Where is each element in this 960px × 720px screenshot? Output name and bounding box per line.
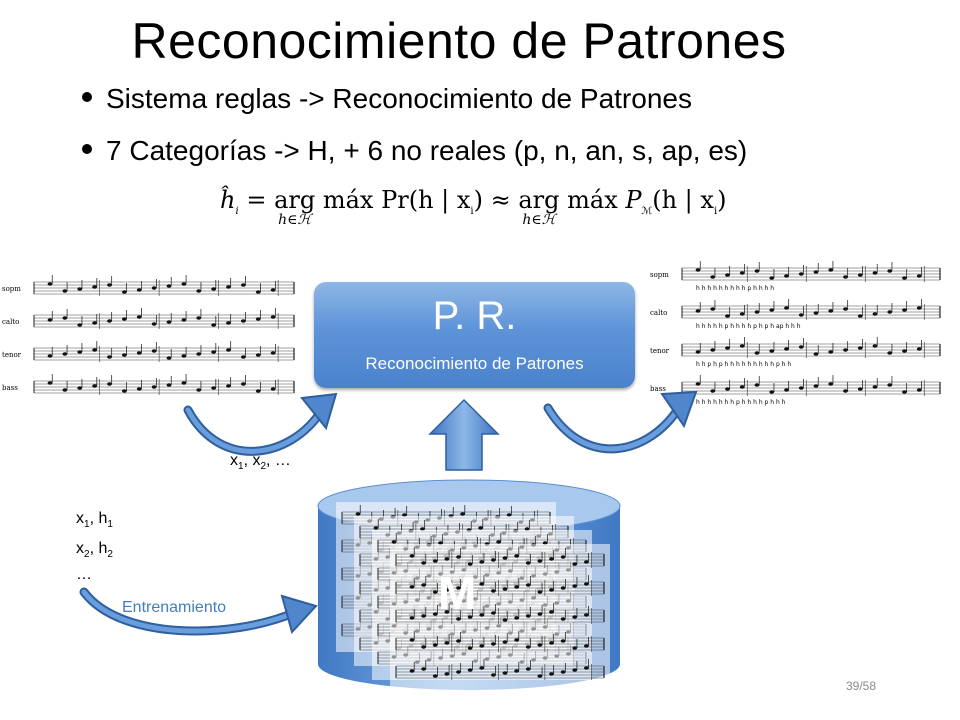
staff-row: bass h h h h h h h p h h h h p h h h bbox=[650, 375, 941, 406]
pair-h-sub: 1 bbox=[107, 519, 113, 531]
bullet-text: Sistema reglas -> Reconocimiento de Patr… bbox=[106, 83, 692, 114]
training-pair: x1, h1 bbox=[76, 510, 113, 530]
pr-box-subtitle: Reconocimiento de Patrones bbox=[365, 354, 584, 373]
staff-part-name: tenor bbox=[2, 351, 22, 359]
harmonic-annotation: h h h h h h h p h h h h p h h h bbox=[696, 399, 786, 406]
label-sub: 2 bbox=[260, 461, 267, 473]
formula-argmax-text: arg máx bbox=[274, 186, 374, 214]
staff-part-name: sopm bbox=[650, 271, 669, 279]
formula-lhs-sub: i bbox=[235, 205, 239, 217]
staff-part-name: tenor bbox=[650, 347, 670, 355]
formula-term-1: Pr(h | x bbox=[381, 186, 471, 214]
staff-row: calto h h h h h p h h h h p h p h ap h h … bbox=[650, 299, 941, 330]
staff-part-name: bass bbox=[2, 384, 18, 392]
formula-term-1-sub: i bbox=[470, 205, 474, 217]
formula-term-2-sub2: i bbox=[713, 205, 718, 217]
pair-h: , h bbox=[89, 510, 108, 527]
output-arrow-fill bbox=[545, 403, 683, 452]
formula-term-2-rest: (h | x bbox=[652, 186, 714, 214]
bullet-text: 7 Categorías -> H, + 6 no reales (p, n, … bbox=[106, 135, 748, 166]
bullet-item: 7 Categorías -> H, + 6 no reales (p, n, … bbox=[82, 135, 747, 167]
bullet-dot-icon bbox=[82, 143, 92, 154]
training-pair: x2, h2 bbox=[76, 540, 113, 560]
input-sequence-label: x1, x2, … bbox=[230, 452, 291, 472]
bullet-item: Sistema reglas -> Reconocimiento de Patr… bbox=[82, 83, 692, 115]
formula-term-2-sub: ℳ bbox=[641, 205, 653, 217]
pr-box-title: P. R. bbox=[432, 294, 517, 338]
staff-row bbox=[395, 547, 605, 568]
staff-row: tenor h h p h p h h h h h h h h h p h h bbox=[650, 337, 941, 368]
staff-part-name: bass bbox=[650, 385, 666, 393]
label-part: x bbox=[230, 452, 238, 469]
model-cylinder-icon bbox=[317, 479, 621, 694]
pair-x: x bbox=[76, 510, 84, 527]
pair-h: , h bbox=[89, 540, 108, 557]
staff-row bbox=[395, 575, 605, 596]
annotated-score-image: sopm h h h h h h h h h p h h h h calto h h … bbox=[648, 258, 948, 418]
label-sub: 1 bbox=[238, 461, 244, 473]
formula-eq: = bbox=[246, 186, 267, 214]
formula-argmax-sub: h∈ℋ bbox=[522, 212, 556, 228]
pair-x-sub: 1 bbox=[84, 519, 90, 531]
score-page bbox=[390, 544, 610, 694]
staff-row: calto bbox=[2, 308, 295, 329]
harmonic-annotation: h h h h h p h h h h p h p h ap h h h bbox=[696, 323, 801, 330]
staff-part-name: sopm bbox=[2, 285, 21, 293]
formula-argmax-sub: h∈ℋ bbox=[278, 212, 312, 228]
staff-row: sopm h h h h h h h h h p h h h h bbox=[650, 261, 941, 292]
training-arrow-fill bbox=[81, 589, 299, 634]
label-part: , x bbox=[243, 452, 261, 469]
staff-row: tenor bbox=[2, 341, 295, 362]
pair-h-sub: 2 bbox=[107, 549, 113, 561]
training-arrowhead-icon bbox=[280, 594, 318, 634]
staff-row bbox=[395, 603, 605, 624]
bullet-dot-icon bbox=[82, 91, 92, 102]
staff-row: bass bbox=[2, 374, 295, 395]
pattern-recognition-box: P. R. Reconocimiento de Patrones bbox=[314, 282, 635, 388]
output-arrowhead-icon bbox=[660, 390, 698, 429]
pair-x: x bbox=[76, 540, 84, 557]
formula-lhs: ĥ bbox=[220, 186, 236, 214]
staff-part-name: calto bbox=[2, 318, 19, 326]
input-score-image: sopm calto tenor bass bbox=[0, 268, 300, 403]
training-label: Entrenamiento bbox=[122, 599, 227, 616]
staff-row bbox=[395, 659, 605, 680]
pair-x-sub: 2 bbox=[84, 549, 90, 561]
input-arrow-fill bbox=[185, 407, 325, 454]
formula-term-2: P bbox=[625, 186, 642, 214]
harmonic-annotation: h h p h p h h h h h h h h h p h h bbox=[696, 361, 791, 368]
staff-part-name: calto bbox=[650, 309, 667, 317]
formula-approx: ≈ bbox=[490, 186, 511, 214]
training-pair-ellipsis: … bbox=[76, 566, 92, 583]
staff-row: sopm bbox=[2, 275, 295, 296]
input-arrowhead-icon bbox=[300, 392, 338, 431]
formula-argmax-text: arg máx bbox=[518, 186, 618, 214]
staff-row bbox=[395, 631, 605, 652]
label-part: , … bbox=[266, 452, 291, 469]
page-number: 39/58 bbox=[846, 679, 877, 693]
harmonic-annotation: h h h h h h h h h p h h h h bbox=[696, 285, 774, 292]
slide-title: Reconocimiento de Patrones bbox=[131, 13, 787, 69]
up-arrow-icon bbox=[428, 398, 500, 471]
model-label: M bbox=[438, 567, 477, 619]
